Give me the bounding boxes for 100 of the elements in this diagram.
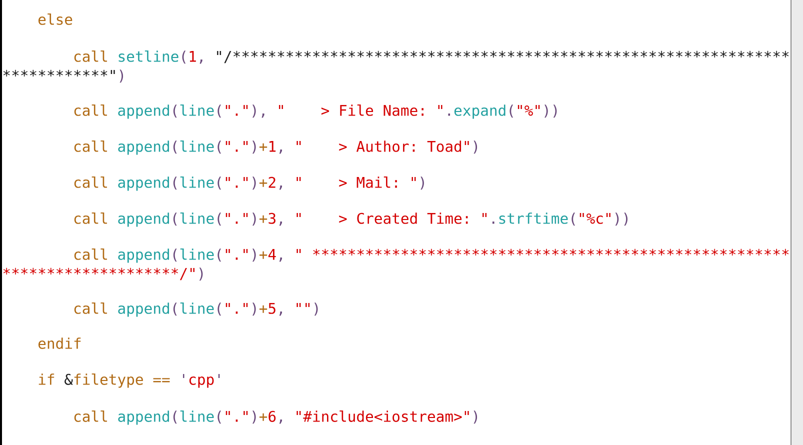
code-text: *	[428, 50, 435, 58]
code-string: *	[746, 248, 754, 256]
code-text: *	[578, 50, 586, 58]
code-function: line	[180, 302, 214, 314]
code-text: *	[100, 70, 108, 77]
code-text: *	[313, 50, 320, 58]
code-symbol: )	[252, 104, 256, 118]
code-text: *	[481, 50, 488, 58]
code-text: *	[366, 50, 373, 58]
code-text: *	[490, 50, 497, 58]
code-string: *	[136, 268, 143, 275]
code-string: *	[490, 248, 497, 256]
code-string: *	[543, 248, 550, 256]
code-symbol: (	[173, 410, 177, 424]
code-number: 3	[268, 212, 276, 224]
code-symbol: .	[448, 114, 450, 116]
code-symbol: ))	[615, 212, 628, 226]
code-string: *	[508, 248, 514, 256]
code-function: line	[180, 248, 214, 260]
code-number: 2	[268, 176, 276, 188]
code-string: > Created Time: "	[339, 212, 486, 224]
code-string: *	[738, 248, 744, 256]
code-symbol: )	[252, 302, 256, 316]
code-function: append	[118, 104, 169, 119]
code-string: *	[348, 248, 355, 256]
code-function: append	[118, 140, 169, 155]
code-symbol: )	[420, 176, 424, 190]
code-string: *	[118, 268, 125, 275]
code-symbol: ,	[279, 258, 282, 262]
code-symbol: )	[252, 410, 256, 424]
code-text: *	[251, 50, 258, 58]
code-symbol: (	[218, 176, 221, 190]
code-text: *	[268, 50, 276, 58]
code-text: *	[764, 50, 771, 58]
code-function: append	[118, 176, 169, 191]
code-text: *	[756, 50, 762, 58]
code-string: *	[145, 268, 152, 275]
code-string: *	[756, 248, 762, 256]
code-string: *	[454, 248, 462, 256]
code-number: 4	[268, 249, 276, 260]
code-string: *	[3, 268, 10, 275]
code-text: *	[340, 50, 346, 58]
code-text: *	[322, 50, 328, 58]
code-text: *	[384, 50, 390, 58]
code-keyword: call	[74, 176, 107, 188]
code-string: *	[729, 248, 736, 256]
code-string: *	[526, 248, 532, 256]
code-text: *	[560, 50, 568, 58]
code-text: *	[711, 50, 718, 58]
code-string: *	[481, 248, 488, 256]
code-string: *	[172, 268, 178, 275]
code-symbol: )	[252, 176, 256, 190]
code-text: *	[472, 50, 479, 58]
code-string: *	[640, 248, 648, 256]
code-symbol: ,	[279, 186, 282, 190]
code-string: *	[428, 248, 435, 256]
code-text: *	[348, 50, 355, 58]
code-text: *	[534, 50, 541, 58]
code-string: "."	[226, 411, 248, 422]
code-text: "	[110, 70, 115, 74]
code-text: *	[464, 50, 470, 58]
code-string: *	[676, 248, 682, 256]
code-string: *	[596, 248, 603, 256]
code-symbol: (	[173, 248, 177, 262]
code-text: *	[437, 50, 444, 58]
code-symbol: (	[218, 302, 221, 316]
code-text: *	[508, 50, 514, 58]
code-function: append	[118, 212, 169, 227]
code-string: *	[83, 268, 90, 275]
code-symbol: (	[173, 212, 177, 226]
code-keyword: +	[259, 305, 268, 313]
code-string: "."	[226, 303, 248, 314]
code-string: "	[296, 213, 301, 217]
code-text: *	[667, 50, 674, 58]
code-symbol: '	[218, 374, 220, 378]
code-string: *	[38, 268, 46, 275]
code-string: ""	[296, 303, 310, 307]
code-string: *	[313, 248, 320, 256]
code-text: *	[278, 50, 284, 58]
code-string: "%c"	[580, 213, 610, 224]
code-text: *	[684, 50, 692, 58]
code-keyword: else	[38, 13, 72, 25]
code-symbol: '	[183, 374, 184, 378]
code-string: *	[782, 248, 789, 256]
code-symbol: (	[173, 104, 177, 118]
code-symbol: (	[572, 212, 575, 226]
code-text: *	[658, 50, 665, 58]
code-string: "#include<iostream>"	[296, 410, 469, 422]
code-string: *	[649, 248, 656, 256]
code-keyword: call	[74, 50, 107, 62]
code-text: *	[92, 70, 98, 77]
code-string: "	[278, 105, 283, 109]
code-string: cpp	[189, 376, 214, 388]
code-text: *	[694, 50, 700, 58]
code-text: *	[402, 50, 408, 58]
code-keyword: +	[259, 215, 268, 223]
code-keyword: filetype	[74, 374, 143, 388]
code-symbol: (	[218, 248, 221, 262]
code-number: 5	[268, 303, 276, 314]
code-text: *	[516, 50, 524, 58]
